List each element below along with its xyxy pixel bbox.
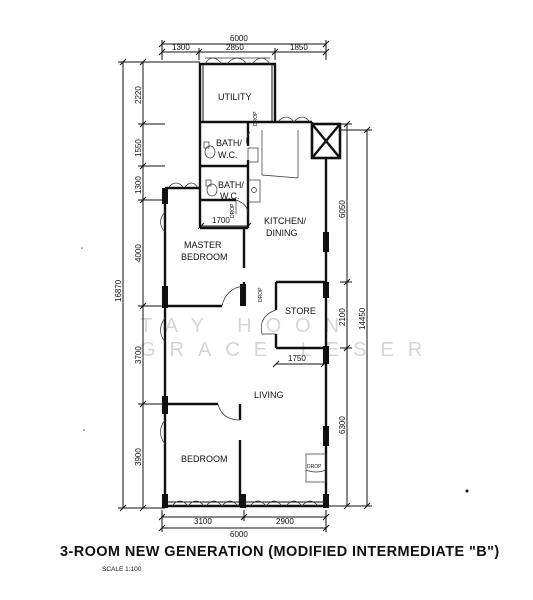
drop-label-utility: DROP xyxy=(253,111,259,126)
drop-label-entrance: DROP xyxy=(307,464,322,470)
watermark-line-1: TAY HOON xyxy=(140,315,353,337)
fixtures xyxy=(160,57,327,507)
drop-label-store: DROP xyxy=(258,287,264,302)
dim-left-seg-4: 4000 xyxy=(134,244,143,262)
dim-left-seg-3: 1300 xyxy=(134,176,143,194)
bottom-dimensions: 3100 2900 6000 xyxy=(158,510,330,539)
dim-top-total: 6000 xyxy=(230,34,248,43)
room-bath2-label-a: BATH/ xyxy=(218,180,244,190)
walls xyxy=(162,62,329,508)
dim-kitchen-width: 1700 xyxy=(212,216,230,225)
refuse-chute xyxy=(310,122,342,160)
room-labels: UTILITY BATH/ W.C. BATH/ W.C. KITCHEN/ D… xyxy=(181,92,316,464)
room-master-label-a: MASTER xyxy=(184,240,222,250)
dim-left-overall: 16870 xyxy=(114,279,123,302)
stray-dot-2 xyxy=(81,247,83,249)
plan-title: 3-ROOM NEW GENERATION (MODIFIED INTERMED… xyxy=(60,544,500,560)
room-bedroom-label: BEDROOM xyxy=(181,454,228,464)
drop-labels: DROP DROP DROP DROP xyxy=(230,111,322,470)
room-bath1-label-a: BATH/ xyxy=(216,138,242,148)
dim-right-inner: 6050 xyxy=(338,200,347,218)
dim-bottom-seg-1: 3100 xyxy=(194,517,212,526)
room-kitchen-label-b: DINING xyxy=(266,228,298,238)
dim-left-seg-6: 3900 xyxy=(134,448,143,466)
right-dimensions: 6050 2100 6300 14450 xyxy=(326,120,372,510)
room-bath2-label-b: W.C. xyxy=(220,191,240,201)
dim-store-width: 1750 xyxy=(288,354,306,363)
dim-left-seg-1: 2220 xyxy=(134,86,143,104)
dim-right-living: 6300 xyxy=(338,416,347,434)
room-living-label: LIVING xyxy=(254,390,284,400)
room-utility-label: UTILITY xyxy=(218,92,252,102)
room-master-label-b: BEDROOM xyxy=(181,252,228,262)
room-store-label: STORE xyxy=(285,306,316,316)
plan-scale: SCALE 1:100 xyxy=(102,566,142,573)
watermark-line-2: GRACE LESER xyxy=(140,339,436,361)
dim-bottom-seg-2: 2900 xyxy=(276,517,294,526)
room-bath1-label-b: W.C. xyxy=(218,150,238,160)
dim-left-seg-5: 3700 xyxy=(134,346,143,364)
stray-dot-1 xyxy=(465,489,469,493)
dim-right-store: 2100 xyxy=(338,308,347,326)
dim-top-seg-1: 1300 xyxy=(172,43,190,52)
stray-dot-3 xyxy=(83,429,85,431)
left-dimensions: 16870 2220 1550 1300 4000 3700 3900 xyxy=(114,58,200,512)
dim-right-overall: 14450 xyxy=(358,307,367,330)
drop-label-bath: DROP xyxy=(230,203,236,218)
dim-bottom-total: 6000 xyxy=(230,530,248,539)
dim-left-seg-2: 1550 xyxy=(134,139,143,157)
top-dimensions: 6000 1300 2850 1850 xyxy=(158,34,330,60)
room-kitchen-label-a: KITCHEN/ xyxy=(264,216,307,226)
dim-top-seg-3: 1850 xyxy=(290,43,308,52)
dim-top-seg-2: 2850 xyxy=(226,43,244,52)
